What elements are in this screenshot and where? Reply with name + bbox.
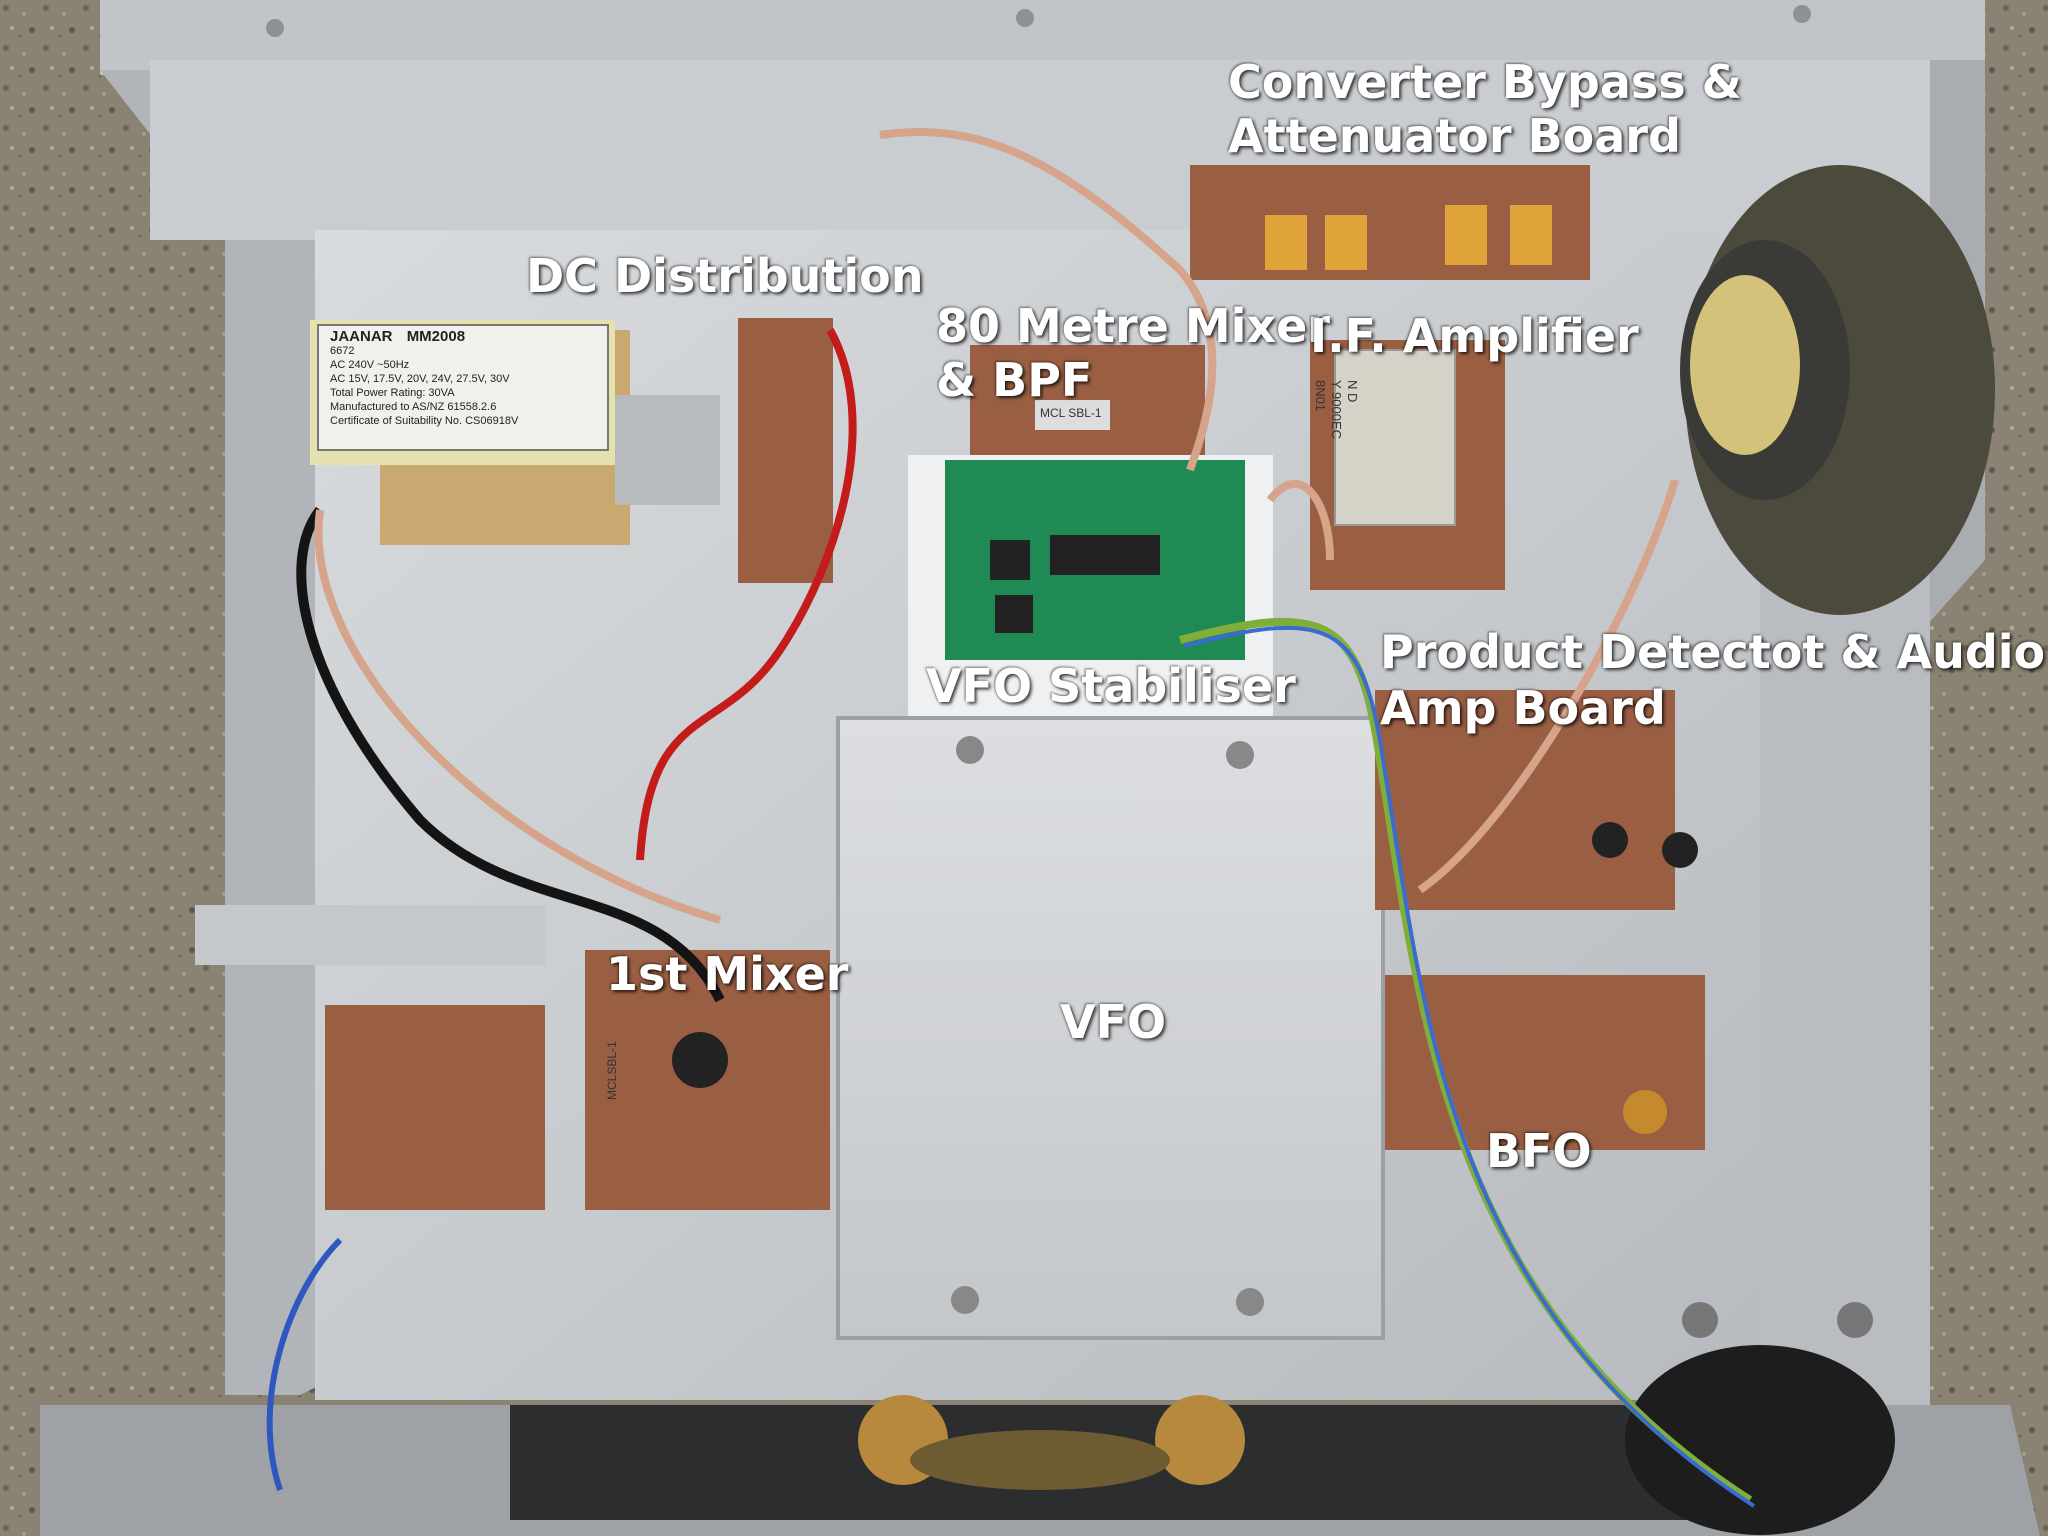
screw: [266, 19, 284, 37]
transformer-primary: AC 240V ~50Hz: [330, 359, 410, 371]
label-80m-mixer-line1: 80 Metre Mixer: [936, 299, 1330, 353]
dial-gear: [1155, 1395, 1245, 1485]
label-vfo-stabiliser: VFO Stabiliser: [926, 659, 1296, 713]
label-dc-distribution: DC Distribution: [526, 249, 924, 303]
vfo-screw: [1236, 1288, 1264, 1316]
transformer-brand: JAANAR MM2008: [330, 328, 466, 345]
label-product-detector-line1: Product Detectot & Audio: [1380, 625, 2046, 679]
label-product-detector-line2: Amp Board: [1380, 681, 1666, 735]
main-dial-drum: [910, 1430, 1170, 1490]
mixer-module-label-1: MCL SBL-1: [1040, 406, 1102, 420]
label-80m-mixer-line2: & BPF: [936, 353, 1093, 407]
cable-coax: [1266, 480, 1334, 561]
cable-coax: [879, 128, 1217, 472]
vfo-screw: [956, 736, 984, 764]
label-vfo: VFO: [1060, 995, 1167, 1049]
transformer-rating: Total Power Rating: 30VA: [330, 387, 455, 399]
vfo-screw: [951, 1286, 979, 1314]
transformer-bracket: [615, 395, 720, 505]
if-filter-label: N D Y 9000EC 8N01: [1313, 380, 1360, 440]
dc-distribution-board: [738, 318, 833, 583]
panel-meter: [1625, 1345, 1895, 1535]
label-converter-bypass-line1: Converter Bypass &: [1228, 55, 1742, 109]
transformer-label: [317, 324, 609, 451]
cable-black: [296, 506, 725, 1003]
mixer-module-label-2: MCLSBL-1: [605, 1041, 619, 1100]
label-converter-bypass-line2: Attenuator Board: [1228, 109, 1681, 163]
label-if-amplifier: I.F. Amplifier: [1310, 309, 1639, 363]
cable-coax: [314, 509, 722, 924]
product-detector-board: [1375, 690, 1675, 910]
transformer-cert: Certificate of Suitability No. CS06918V: [330, 415, 519, 427]
transformer-label-text: JAANAR MM2008 6672 AC 240V ~50Hz AC 15V,…: [330, 328, 606, 428]
screw: [1793, 5, 1811, 23]
transformer-secondary: AC 15V, 17.5V, 20V, 24V, 27.5V, 30V: [330, 373, 510, 385]
chassis-left-wall: [100, 70, 330, 1395]
cable-coax: [1417, 478, 1679, 894]
vfo-box: [836, 716, 1385, 1340]
cable-blue: [266, 1237, 343, 1491]
transformer-type: 6672: [330, 345, 355, 357]
band-switch-bracket: [195, 905, 545, 965]
screw: [1016, 9, 1034, 27]
label-bfo: BFO: [1486, 1124, 1592, 1178]
transformer-standard: Manufactured to AS/NZ 61558.2.6: [330, 401, 497, 413]
speaker-cap: [1690, 275, 1800, 455]
chassis-right-floor: [1760, 560, 1930, 1410]
band-switch-board: [325, 1005, 545, 1210]
cable-blue: [1183, 625, 1756, 1508]
chassis-top-wall: [100, 0, 1985, 75]
cable-red: [636, 328, 857, 861]
vfo-screw: [1226, 741, 1254, 769]
label-first-mixer: 1st Mixer: [606, 947, 849, 1001]
chassis-back-wall: [150, 60, 1930, 240]
if-filter-can: [1334, 349, 1456, 526]
